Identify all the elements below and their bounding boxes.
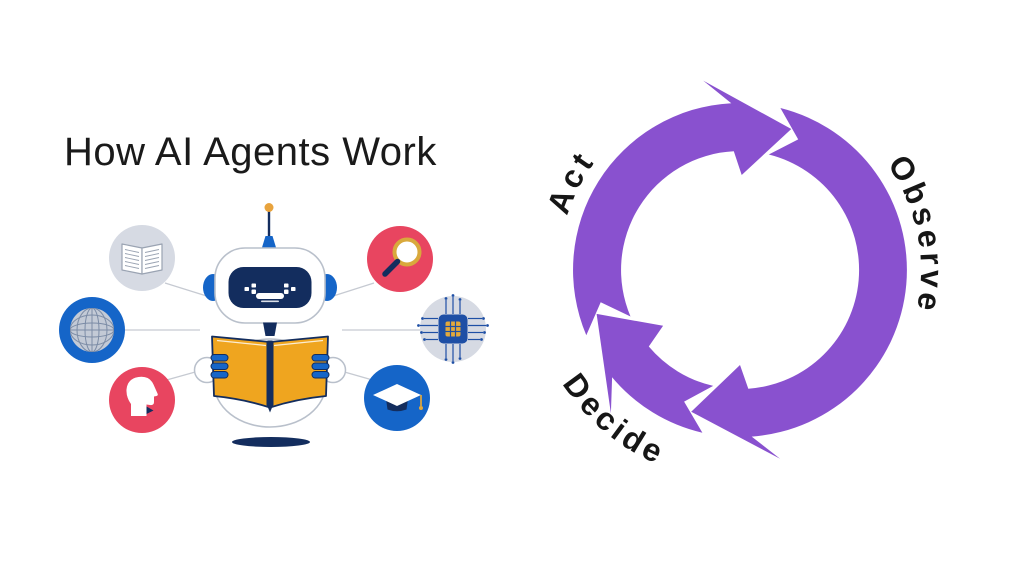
globe-icon [59,297,125,363]
agent-loop-cycle: Act Observe Decide [540,80,946,472]
robot-fingers [210,354,330,379]
robot-eyes [244,283,296,291]
cycle-arrow-act [573,80,792,336]
magnifying-glass-icon [367,226,433,292]
robot-illustration [59,203,489,447]
robot-face-screen [228,267,312,308]
processor-chip-icon [417,294,489,364]
cycle-arrow-observe [691,108,907,459]
robot-antenna-tip [264,203,274,212]
graduation-cap-icon [364,365,430,431]
robot-antenna-base [262,236,276,248]
open-book-icon [109,225,175,291]
head-profile-icon [109,367,175,433]
book [211,335,329,413]
robot-neck [263,322,277,336]
robot-shadow [232,437,310,447]
robot-smile [251,289,289,303]
page-title: How AI Agents Work [64,130,437,174]
cycle-arrow-decide [596,313,714,433]
robot [193,203,347,447]
book-spine [266,340,274,407]
